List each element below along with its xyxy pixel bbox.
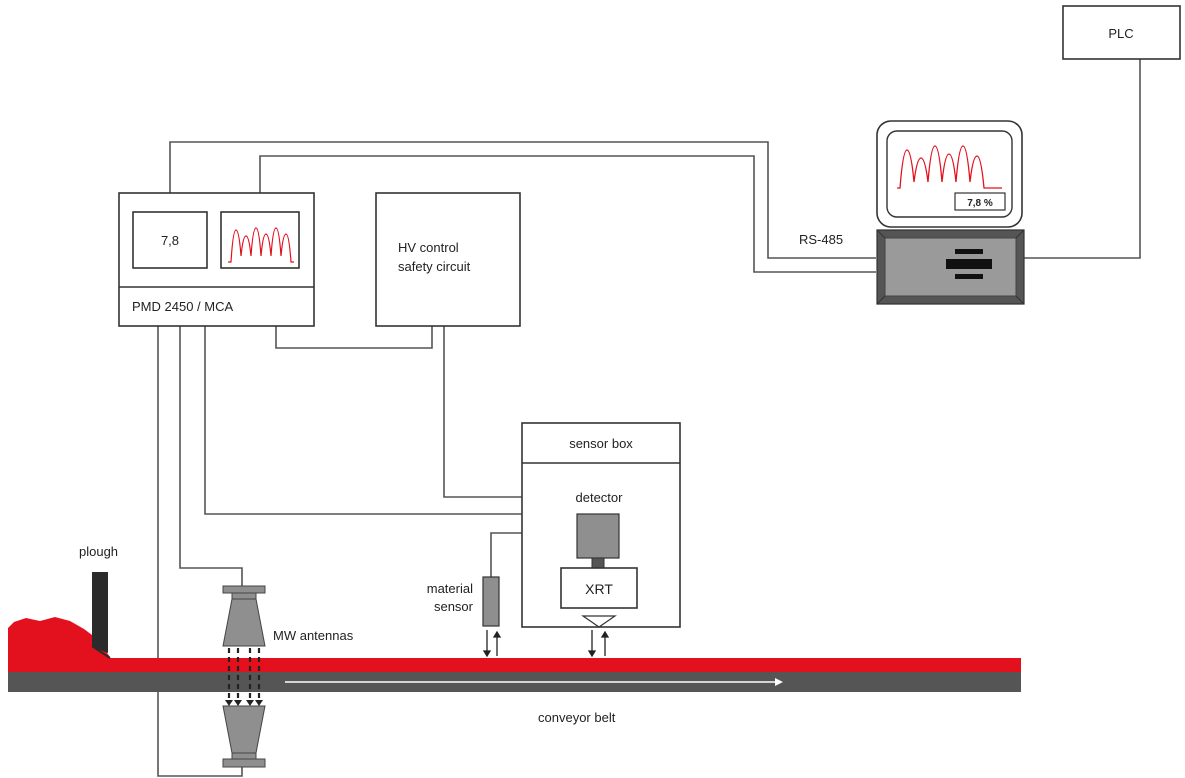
pmd-unit-label: PMD 2450 / MCA (132, 299, 233, 314)
plc-box (1062, 5, 1181, 60)
material-sensor-label-line2: sensor (434, 599, 474, 614)
xrt-box (560, 567, 638, 609)
plough-blade (92, 572, 108, 653)
monitor-value-text: 7,8 % (967, 198, 993, 209)
monitor-spectrum-curve (897, 145, 1002, 189)
hv-control-label-line1: HV control (398, 240, 459, 255)
rs485-label: RS-485 (799, 232, 843, 247)
cable-material-to-sensorbox (490, 532, 522, 577)
plc: PLC (1062, 5, 1181, 60)
antenna-bottom-horn (222, 705, 266, 754)
pmd-unit: 7,8 PMD 2450 / MCA (118, 192, 315, 327)
belt-material-layer (8, 658, 1021, 672)
cable-pc-to-plc (1024, 59, 1141, 259)
material-sensor-label-line1: material (427, 581, 473, 596)
pc-drive-slot-3 (955, 274, 983, 279)
antenna-bottom-flange (222, 758, 266, 768)
belt-arrow-head (775, 678, 783, 686)
plough-label: plough (79, 544, 118, 559)
computer: 7,8 % (876, 120, 1025, 305)
detector-neck (591, 557, 605, 569)
xrt-emitter (581, 615, 617, 628)
hv-control-label-line2: safety circuit (398, 259, 471, 274)
antenna-top-horn (222, 598, 266, 647)
plough-edge (91, 645, 111, 659)
material-sensor: material sensor (427, 576, 502, 658)
mw-antenna-top (222, 585, 266, 647)
pmd-value-display (132, 211, 208, 269)
pmd-value-text: 7,8 (161, 233, 179, 248)
xrt-beam-arrows (587, 630, 610, 658)
antenna-bottom-neck (231, 752, 257, 760)
cable-pmd-to-antenna-bottom (157, 326, 243, 777)
pc-drive-slot-1 (955, 249, 983, 254)
cable-pmd-to-sensorbox (204, 326, 522, 515)
monitor-value-box (954, 192, 1006, 211)
antenna-top-neck (231, 592, 257, 600)
cable-pmd-to-hv (275, 326, 433, 349)
sensor-box-label: sensor box (569, 436, 633, 451)
sensor-box: sensor box detector XRT (521, 422, 681, 658)
hv-control-box (375, 192, 521, 327)
material-heap (8, 617, 110, 672)
cable-pmd-to-pc-inner (259, 155, 876, 273)
hv-control-unit: HV control safety circuit (375, 192, 521, 327)
xrt-label: XRT (585, 581, 613, 597)
detector-body (576, 513, 620, 559)
conveyor-belt-label: conveyor belt (538, 710, 616, 725)
cable-hv-to-sensorbox (443, 326, 522, 498)
material-sensor-body (482, 576, 500, 627)
cable-pmd-to-pc-outer (169, 141, 876, 259)
cabling (157, 59, 1141, 777)
pc-drive-slot-2 (946, 259, 992, 269)
pmd-spectrum-curve (228, 227, 294, 263)
conveyor (8, 617, 1021, 692)
antenna-top-flange (222, 585, 266, 594)
cable-pmd-to-antenna-top (179, 326, 243, 587)
mw-antennas-label: MW antennas (273, 628, 354, 643)
plc-label: PLC (1108, 26, 1133, 41)
material-sensor-arrows (482, 630, 502, 658)
microwave-beam-arrows (225, 700, 263, 706)
mw-antenna-bottom (222, 705, 266, 768)
detector-label: detector (576, 490, 624, 505)
